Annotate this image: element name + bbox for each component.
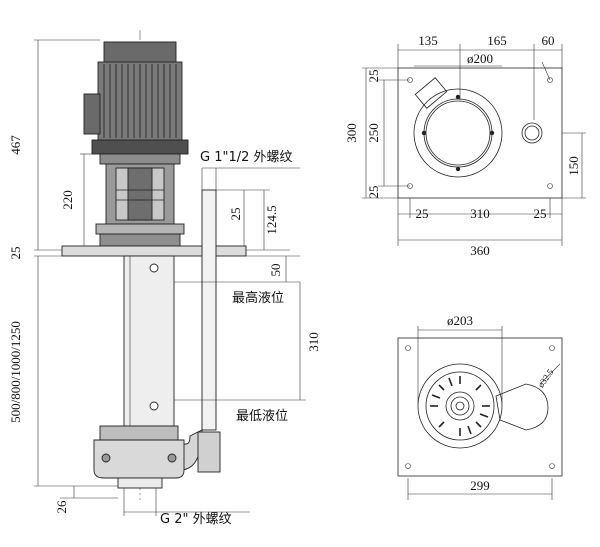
bracket (95, 163, 185, 247)
mounting-plate (61, 245, 247, 257)
side-dimensions (34, 39, 306, 516)
dim-o203: ø203 (447, 313, 473, 328)
dim-299: 299 (470, 478, 490, 493)
dim-360: 360 (470, 243, 490, 258)
pump-casing (93, 425, 185, 489)
dim-150: 150 (566, 156, 581, 176)
dim-25-bottom: 25 (366, 186, 381, 199)
top-view (362, 44, 586, 246)
dim-310: 310 (470, 206, 490, 221)
dim-column-length: 500/800/1000/1250 (8, 321, 23, 423)
column-pipe (123, 255, 175, 427)
dim-310-level: 310 (306, 332, 321, 352)
dim-26: 26 (54, 500, 69, 514)
bottom-view (397, 326, 563, 500)
dim-250: 250 (366, 123, 381, 143)
dim-o200: ø200 (467, 51, 493, 66)
dim-467: 467 (8, 135, 23, 155)
dim-220: 220 (60, 190, 75, 210)
side-view: 467 220 25 500/800/1000/1250 26 25 124.5… (8, 30, 321, 527)
dim-o32-5: ø32.5 (536, 367, 556, 390)
dim-25-outlet: 25 (228, 208, 243, 221)
dim-60: 60 (542, 33, 555, 48)
motor (83, 41, 189, 165)
dim-50: 50 (268, 264, 283, 277)
dim-124-5: 124.5 (264, 205, 279, 234)
dim-25-left: 25 (416, 206, 429, 221)
min-level-label: 最低液位 (236, 409, 288, 424)
dim-165: 165 (487, 33, 507, 48)
outlet-pipe (169, 189, 221, 473)
dim-25-plate: 25 (8, 247, 23, 260)
outlet-thread-label: G 1"1/2 外螺纹 (200, 150, 293, 165)
max-level-label: 最高液位 (232, 290, 284, 306)
dim-25-top: 25 (366, 70, 381, 83)
dim-135: 135 (418, 33, 438, 48)
dim-25-right: 25 (534, 206, 547, 221)
dim-300: 300 (344, 123, 359, 143)
inlet-thread-label: G 2" 外螺纹 (160, 512, 232, 527)
